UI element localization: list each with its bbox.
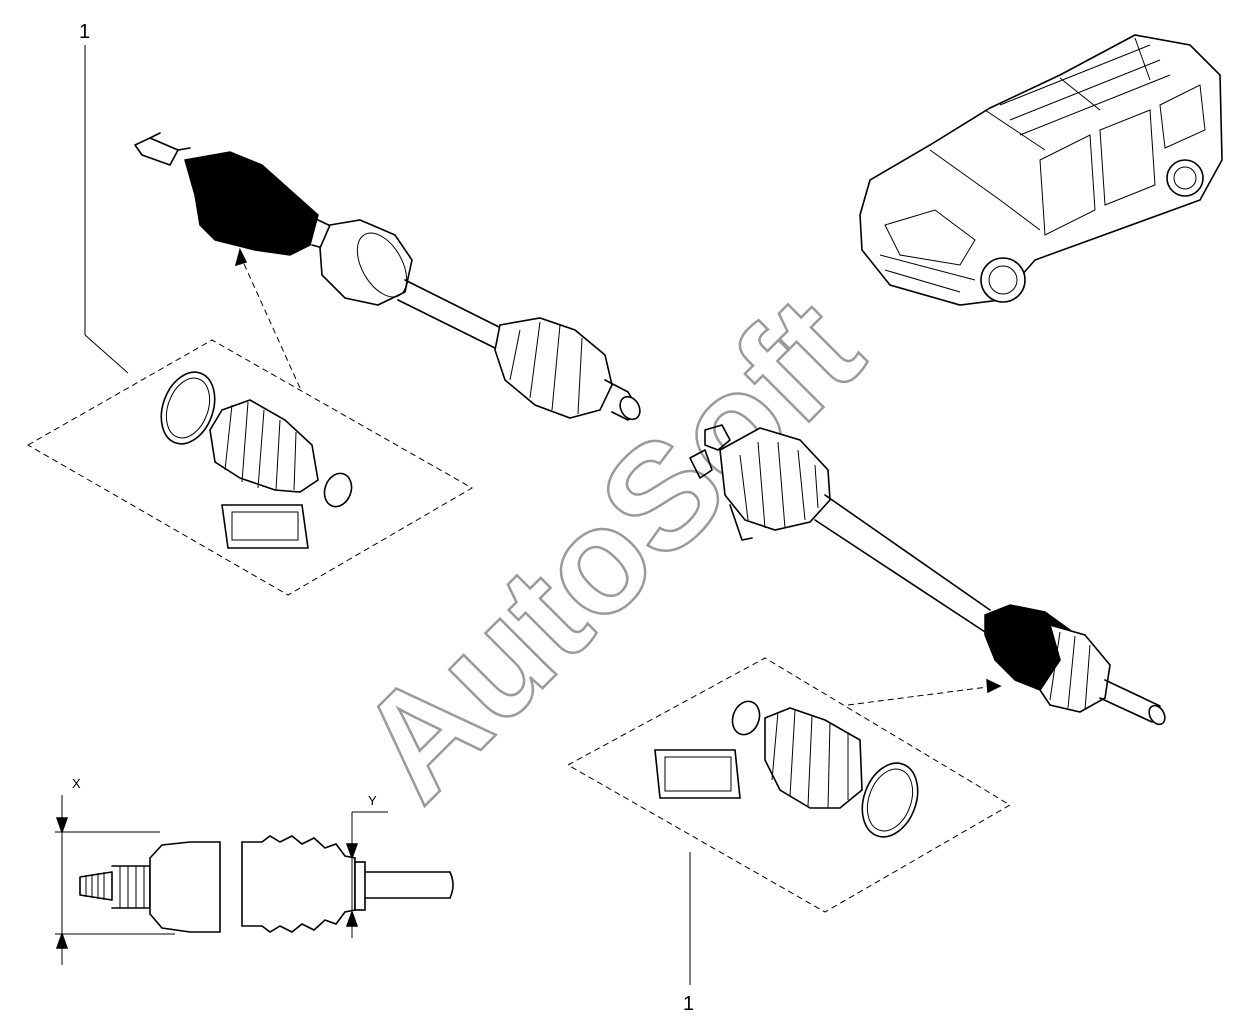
vehicle-illustration — [859, 34, 1223, 306]
grease-sachet-right — [654, 749, 741, 799]
repair-kit-left — [26, 247, 474, 596]
outer-joint-boot — [184, 151, 319, 256]
inner-joint-boot-right — [719, 427, 831, 531]
inner-joint-housing — [494, 317, 613, 419]
callout-bottom: 1 — [683, 852, 694, 1015]
detail-boot — [241, 835, 356, 933]
callout-bottom-label: 1 — [683, 993, 694, 1015]
clamp-ring-large-right — [861, 762, 919, 838]
callout-top: 1 — [79, 21, 129, 374]
dim-y-label: Y — [368, 793, 377, 808]
clamp-ring-large — [160, 371, 216, 445]
dimension-detail: X Y — [55, 776, 454, 965]
boot-left-kit — [209, 399, 319, 493]
right-drive-shaft — [689, 424, 1166, 726]
tripod-cup — [319, 219, 413, 306]
repair-kit-right — [566, 657, 1011, 913]
callout-top-label: 1 — [79, 21, 90, 43]
grease-sachet-left — [221, 504, 309, 549]
boot-right-kit — [764, 707, 863, 809]
dim-x-label: X — [72, 776, 81, 791]
bell-housing — [149, 841, 221, 933]
left-drive-shaft — [134, 132, 641, 421]
clamp-ring-small-right — [731, 700, 761, 736]
clamp-ring-small — [323, 472, 353, 508]
